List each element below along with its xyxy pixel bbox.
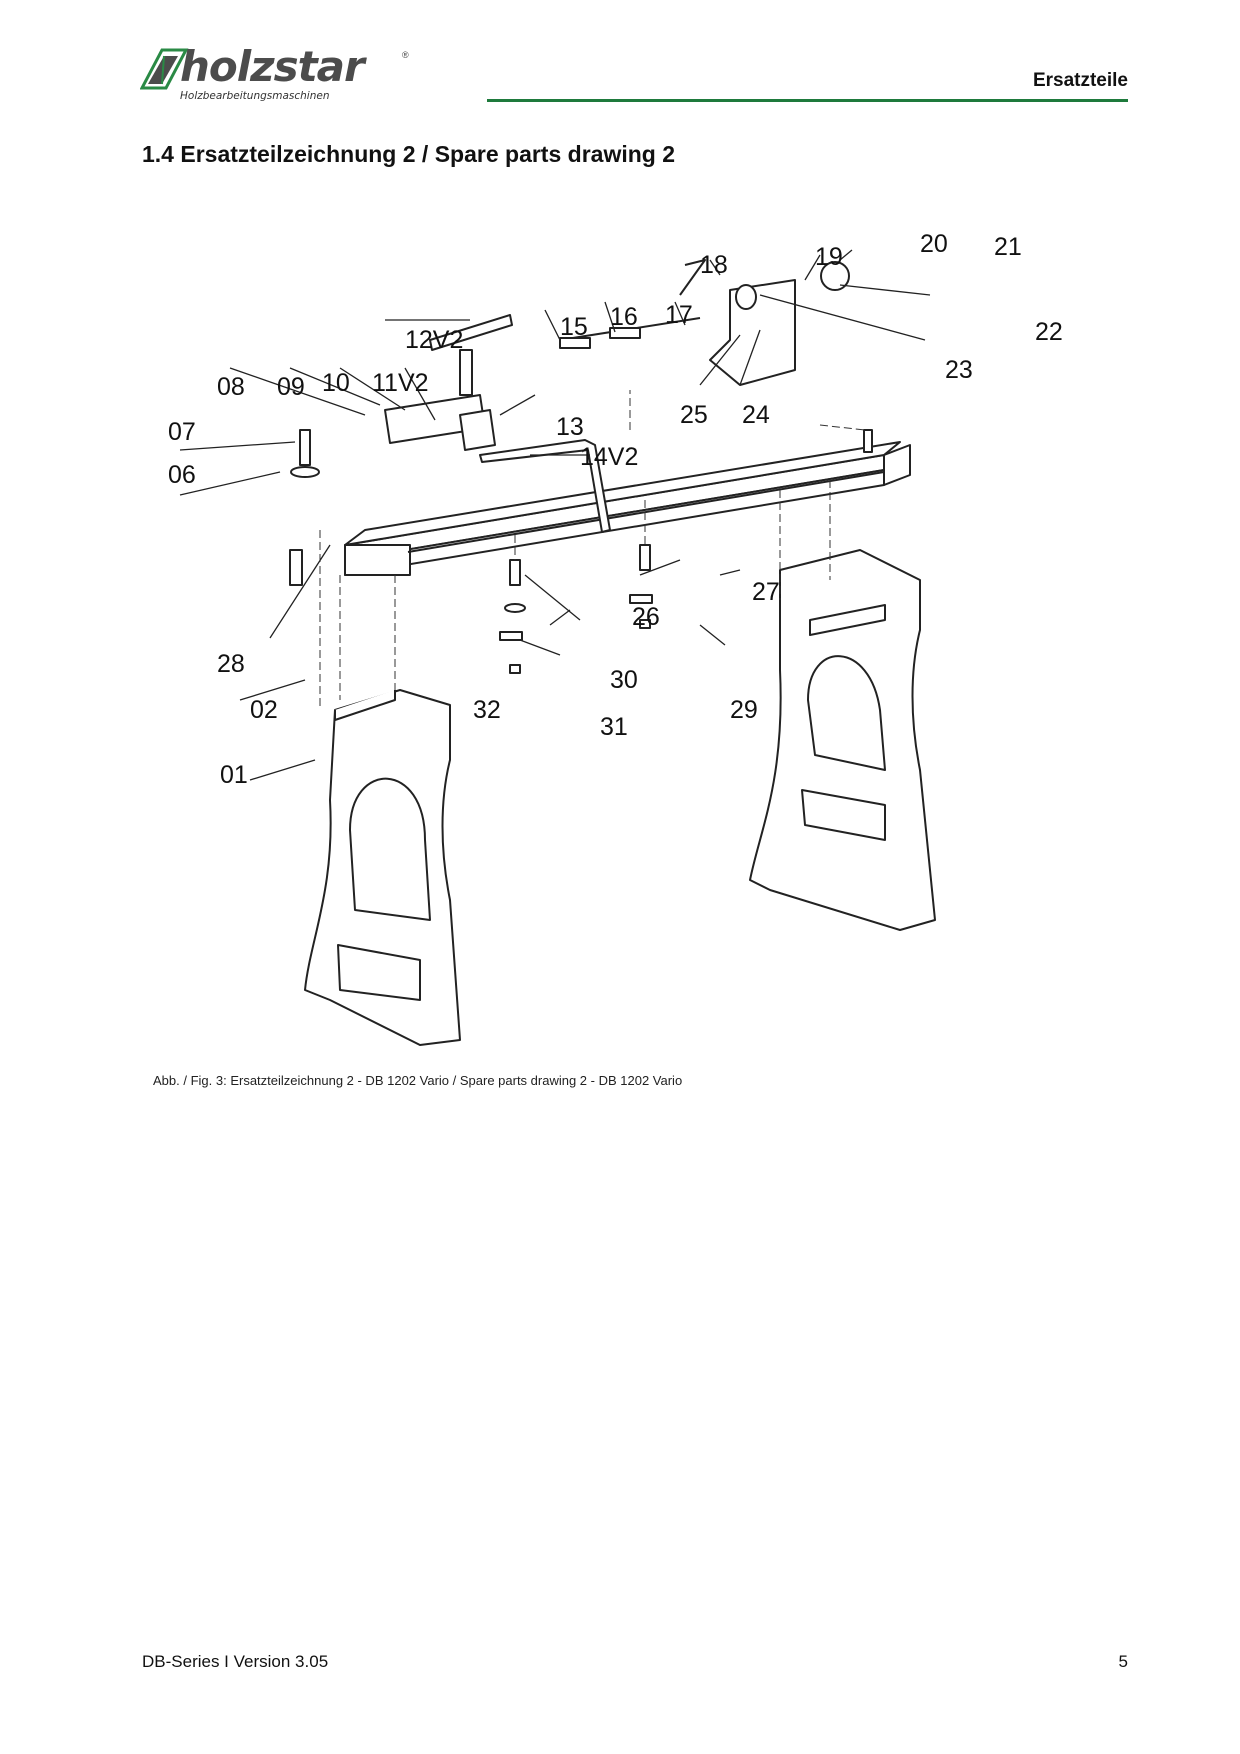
spare-parts-drawing: 01 02 06 07 08 09 10 11V2 12V2 13 14V2 1… xyxy=(168,230,1063,1046)
fastener-parts xyxy=(289,429,873,674)
callout-leader-lines xyxy=(179,249,931,781)
callout-label: 08 xyxy=(217,373,245,401)
callout-label: 30 xyxy=(610,666,638,694)
callout-label: 10 xyxy=(322,369,350,397)
callout-label: 28 xyxy=(217,650,245,678)
callout-label: 14V2 xyxy=(580,443,638,471)
callout-label: 23 xyxy=(945,356,973,384)
callout-label: 25 xyxy=(680,401,708,429)
callout-label: 12V2 xyxy=(405,326,463,354)
callout-label: 29 xyxy=(730,696,758,724)
callout-label: 31 xyxy=(600,713,628,741)
holzstar-logo: holzstar ® Holzbearbeitungsmaschinen xyxy=(140,46,440,106)
callout-label: 22 xyxy=(1035,318,1063,346)
logo-tagline: Holzbearbeitungsmaschinen xyxy=(180,90,330,102)
callout-label: 18 xyxy=(700,251,728,279)
callout-label: 27 xyxy=(752,578,780,606)
callout-label: 13 xyxy=(556,413,584,441)
section-label: Ersatzteile xyxy=(1032,70,1128,91)
locking-lever xyxy=(479,439,611,533)
callout-label: 06 xyxy=(168,461,196,489)
page-title: 1.4 Ersatzteilzeichnung 2 / Spare parts … xyxy=(142,141,675,167)
logo-mark-icon xyxy=(140,48,189,90)
callout-label: 26 xyxy=(632,603,660,631)
logo-wordmark: holzstar xyxy=(180,42,365,91)
logo-registered-mark: ® xyxy=(402,50,409,60)
callout-label: 24 xyxy=(742,401,770,429)
right-stand-leg xyxy=(749,549,936,931)
callout-label: 16 xyxy=(610,303,638,331)
callout-label: 20 xyxy=(920,230,948,258)
page-number: 5 xyxy=(1118,1652,1128,1671)
lathe-bed xyxy=(344,441,911,576)
callout-label: 07 xyxy=(168,418,196,446)
footer-version: DB-Series I Version 3.05 xyxy=(142,1652,329,1671)
callout-label: 19 xyxy=(815,243,843,271)
callout-label: 09 xyxy=(277,373,305,401)
figure-caption: Abb. / Fig. 3: Ersatzteilzeichnung 2 - D… xyxy=(153,1073,683,1088)
callout-label: 32 xyxy=(473,696,501,724)
callout-label: 17 xyxy=(665,301,693,329)
callout-label: 01 xyxy=(220,761,248,789)
callout-label: 21 xyxy=(994,233,1022,261)
callout-label: 15 xyxy=(560,313,588,341)
callout-label: 11V2 xyxy=(372,369,429,397)
left-stand-leg xyxy=(304,689,461,1046)
callout-label: 02 xyxy=(250,696,278,724)
header-divider xyxy=(487,99,1128,102)
